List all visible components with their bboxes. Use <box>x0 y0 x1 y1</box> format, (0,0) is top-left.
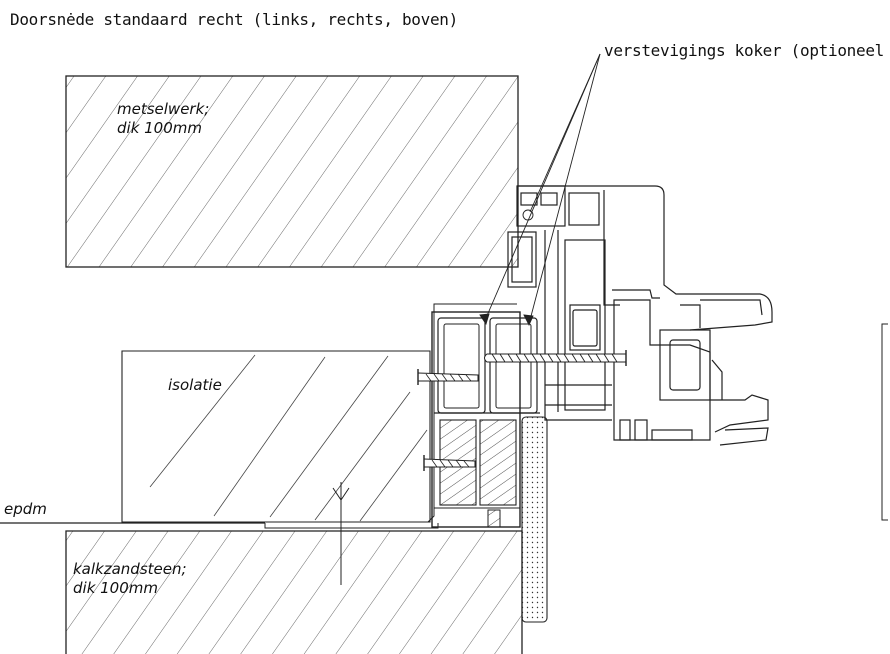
calcsilicate-label-line1: kalkzandsteen; <box>73 560 187 578</box>
drawing-title: Doorsnėde standaard recht (links, rechts… <box>10 10 458 29</box>
epdm-membrane <box>0 303 517 529</box>
brick-wall <box>65 75 519 268</box>
brick-label-line2: dik 100mm <box>117 119 202 137</box>
subframe <box>431 311 540 528</box>
brick-label: metselwerk; dik 100mm <box>117 100 209 138</box>
frame-screw <box>484 350 627 366</box>
calcsilicate-label: kalkzandsteen; dik 100mm <box>73 560 187 598</box>
reinforcement-callout: verstevigings koker (optioneel <box>604 41 884 60</box>
insulation-label: isolatie <box>168 376 222 394</box>
epdm-label: epdm <box>4 500 47 518</box>
calcsilicate-label-line2: dik 100mm <box>73 579 158 597</box>
edge-bracket <box>881 323 888 521</box>
insulation-block <box>121 350 431 523</box>
window-frame-profile <box>507 185 773 446</box>
callout-leaders <box>479 53 601 327</box>
sealing-strip <box>521 416 548 623</box>
brick-label-line1: metselwerk; <box>117 100 210 118</box>
subframe-screw-bottom <box>423 455 476 471</box>
anchor-line <box>332 482 350 585</box>
subframe-screw-top <box>417 369 479 385</box>
